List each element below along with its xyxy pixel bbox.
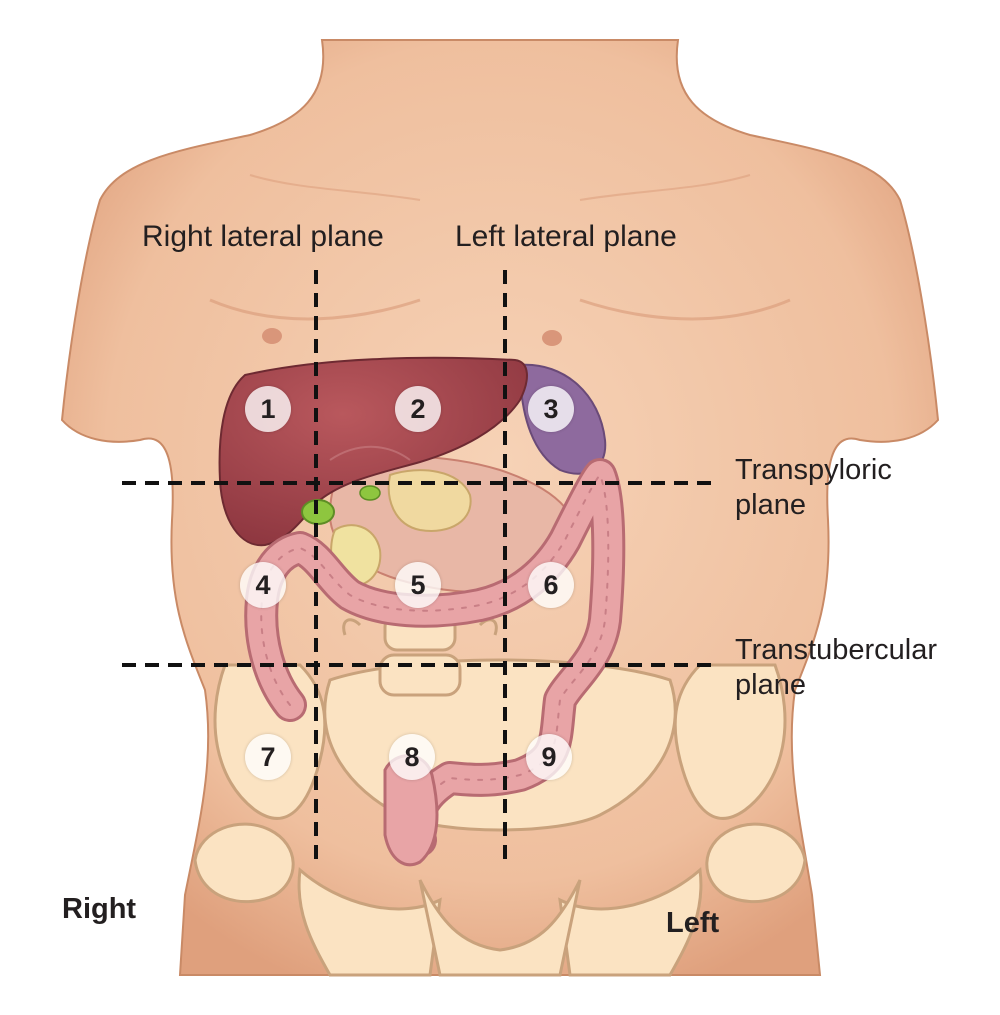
transtubercular-plane-label: Transtubercular plane [735,633,937,703]
liver [218,356,528,547]
pectoral-line [209,298,421,321]
transpyloric-line-1: Transpyloric [735,454,892,486]
clavicle-line [579,174,751,201]
clavicle-line [249,174,421,201]
right-lateral-plane-label: Right lateral plane [142,220,384,253]
transpyloric-line-2: plane [735,489,806,521]
transtubercular-line-2: plane [735,669,806,701]
transtubercular-line-1: Transtubercular [735,634,938,666]
region-6-badge: 6 [528,562,574,608]
region-1-badge: 1 [245,386,291,432]
pectoral-line [579,298,791,321]
colon [244,458,626,857]
region-7-badge: 7 [245,734,291,780]
region-5-badge: 5 [395,562,441,608]
nipple [262,328,282,344]
region-9-badge: 9 [526,734,572,780]
liver-fold [329,445,411,461]
region-8-badge: 8 [389,734,435,780]
plane-lines [122,270,712,860]
left-side-label: Left [666,907,720,939]
gallbladder-duct [359,485,381,501]
region-4-badge: 4 [240,562,286,608]
pancreas [387,469,472,532]
region-3-badge: 3 [528,386,574,432]
nipple [542,330,562,346]
right-side-label: Right [62,893,137,925]
left-lateral-plane-label: Left lateral plane [455,220,677,253]
transpyloric-plane-label: Transpyloric plane [735,453,892,523]
region-2-badge: 2 [395,386,441,432]
